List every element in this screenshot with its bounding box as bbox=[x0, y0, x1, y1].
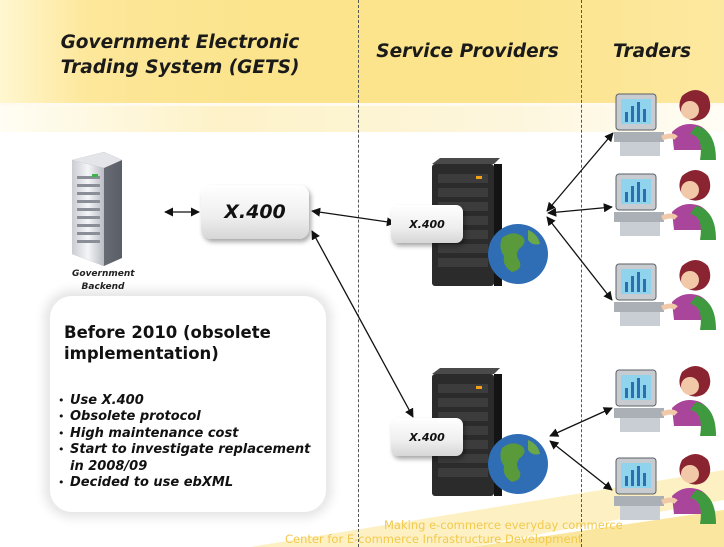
x400-provider-top-label: X.400 bbox=[409, 217, 445, 231]
arrow-provider-trader-2 bbox=[547, 203, 613, 217]
x400-provider-top-box: X.400 bbox=[391, 205, 463, 243]
arrow-x400-provider-top bbox=[311, 207, 396, 227]
arrow-x400-provider-bottom bbox=[311, 230, 414, 418]
x400-provider-bottom-label: X.400 bbox=[409, 430, 445, 444]
info-panel: Before 2010 (obsolete implementation) Us… bbox=[50, 296, 326, 512]
info-bullet: Start to investigate replacement in 2008… bbox=[58, 442, 324, 475]
footer-organization: Center for E-commerce Infrastructure Dev… bbox=[285, 532, 583, 546]
column-header-traders: Traders bbox=[612, 41, 692, 62]
info-bullet: Use X.400 bbox=[58, 393, 324, 410]
sub-band bbox=[0, 106, 724, 132]
x400-gateway-box: X.400 bbox=[201, 185, 309, 239]
column-header-gets: Government Electronic Trading System (GE… bbox=[60, 32, 300, 78]
government-backend-server-icon bbox=[72, 152, 122, 266]
trader-4-icon bbox=[614, 366, 716, 436]
arrow-provider-trader-4 bbox=[549, 407, 613, 437]
trader-5-icon bbox=[614, 454, 716, 524]
x400-provider-bottom-box: X.400 bbox=[391, 418, 463, 456]
info-panel-title: Before 2010 (obsolete implementation) bbox=[64, 323, 271, 363]
footer-tagline: Making e-commerce everyday commerce bbox=[384, 518, 623, 532]
header-band bbox=[0, 0, 724, 103]
government-backend-label: Government Backend bbox=[72, 269, 135, 292]
info-bullet-list: Use X.400 Obsolete protocol High mainten… bbox=[58, 393, 324, 492]
provider-server-top-icon bbox=[432, 158, 548, 286]
arrow-provider-trader-3 bbox=[546, 216, 613, 301]
header-band-divider bbox=[0, 103, 724, 106]
column-header-service-providers: Service Providers bbox=[376, 41, 559, 62]
trader-2-icon bbox=[614, 170, 716, 240]
info-bullet: High maintenance cost bbox=[58, 426, 324, 443]
provider-server-bottom-icon bbox=[432, 368, 548, 496]
arrow-provider-trader-1 bbox=[546, 132, 614, 212]
arrow-provider-trader-5 bbox=[549, 440, 613, 491]
trader-1-icon bbox=[614, 90, 716, 160]
trader-3-icon bbox=[614, 260, 716, 330]
info-bullet: Decided to use ebXML bbox=[58, 475, 324, 492]
info-bullet: Obsolete protocol bbox=[58, 409, 324, 426]
x400-gateway-label: X.400 bbox=[224, 201, 286, 223]
